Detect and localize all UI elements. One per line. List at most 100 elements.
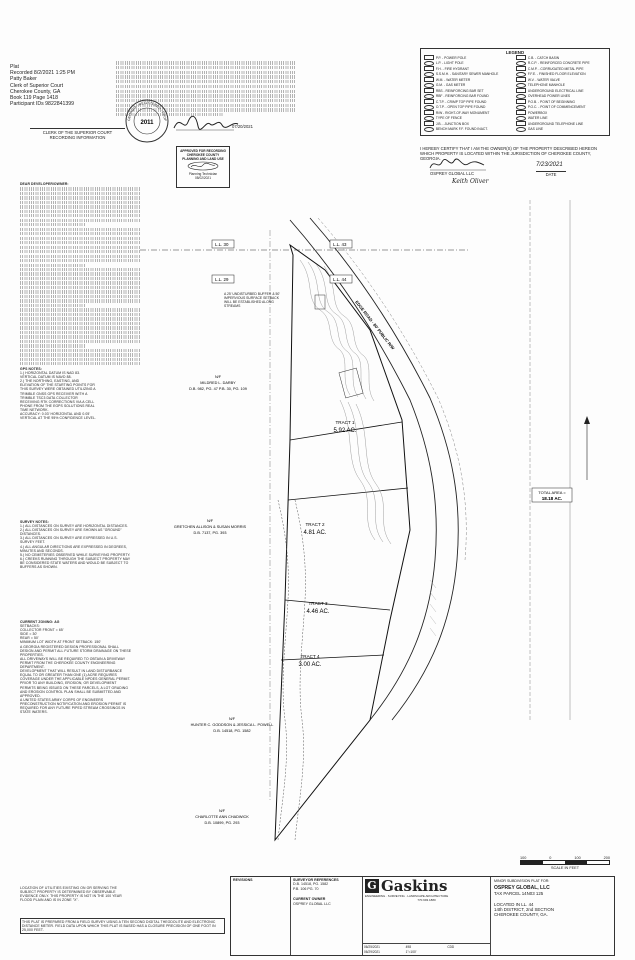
survey-note: 4.) ALL ANGULAR DIRECTIONS ARE EXPRESSED… [20,544,129,553]
legend-label: S.S.M.H. - SANITARY SEWER MANHOLE [435,72,499,77]
recording-line: Plat [10,64,19,70]
legend-symbol-icon [424,121,434,127]
legend-label: POWERBOX [527,110,548,115]
illegible-text-line [20,330,140,335]
recording-line: Participant IDs 9822841399 [10,101,75,108]
approval-title: APPROVED FOR RECORDING CHEROKEE COUNTY P… [180,149,226,161]
legend-label: R/W - RIGHT-OF-WAY MONUMENT [435,110,490,115]
legend-symbol-icon [516,104,526,110]
total-area-value: 18.18 AC. [542,496,563,501]
recording-line: Cherokee County, GA [10,88,61,95]
svg-text:GEORGIA · REGISTERED · PROFESS: GEORGIA · REGISTERED · PROFESSIONAL LAND… [124,98,167,121]
stream-buffer-note: A 25' UNDISTURBED BUFFER & 50' IMPERVIOU… [224,292,280,308]
tax-parcel: TAX PARCEL 14N03 125 [494,891,544,897]
gps-note: VERTICAL DATUM IS NAVD 88. [20,375,72,380]
survey-map: EDGE ROAD · 80' PUBLIC R/W [140,200,590,842]
adjoiner-ref: D.B. 14518, PG. 1582 [213,729,250,733]
current-owner-heading: CURRENT OWNER [293,897,326,902]
survey-heading: SURVEY NOTES: [20,520,49,524]
legend-label: UNDERGROUND ELECTRICAL LINE [527,88,584,93]
illegible-text-line [20,357,140,361]
references-cell: SURVEYOR REFERENCES D.B. 14518, PG. 1582… [291,877,363,955]
survey-note: 1.) ALL DISTANCES ON SURVEY ARE HORIZONT… [20,524,128,529]
zoning-note: SETBACKS: [20,624,40,629]
owner-signature-icon [429,158,486,171]
illegible-text-line [20,285,140,290]
illegible-text-line [20,272,140,276]
owner-printed-name: Keith Oliver [452,178,489,185]
scale-bar: 100 0 100 200 SCALE IN FEET [520,856,610,870]
illegible-text-line [20,227,140,231]
illegible-text-line [20,326,140,330]
illegible-text-line [20,308,140,312]
legend-symbol-icon [424,71,434,77]
flood-note: LOCATION OF UTILITIES EXISTING ON OR SER… [20,886,123,903]
legend-symbol-icon [424,88,434,94]
adjoiner-ref: D.B. 982, PG. 47 P.B. 30, PG. 109 [189,387,247,391]
illegible-text-line [20,245,140,249]
illegible-text-line [20,294,140,299]
adjoiner-label: N/F [207,519,214,523]
legend-label: P.O.C. - POINT OF COMMENCEMENT [527,105,586,110]
survey-note: 2.) ALL DISTANCES ON SURVEY ARE SHOWN AS… [20,528,123,537]
scale-tick: 200 [603,856,610,860]
legend-symbol-icon [516,126,526,132]
adjoiner-label: N/F [219,809,226,813]
illegible-text-line [20,276,140,281]
scale-tick: 100 [520,856,527,860]
legend-label: W.V. - WATER VALVE [527,77,560,82]
illegible-text-line [20,191,140,196]
fire-marshal-notes: DEAR DEVELOPER/OWNER: [20,182,140,367]
legend-label: F.F.E. - FINISHED FLOOR ELEVATION [527,72,586,77]
surveyor-seal-icon: GEORGIA · REGISTERED · PROFESSIONAL LAND… [124,98,169,143]
signature-date: 07/20/2021 [232,124,253,129]
recording-stamp: Plat Recorded 8/2/2021 1:25 PM Patty Bak… [10,64,110,107]
current-owner-name: OSPREY GLOBAL LLC [293,901,331,906]
field-date: 06/25/2021 [364,945,380,950]
legend-symbol-icon [424,110,434,116]
survey-note: 5.) NO CEMETERIES OBSERVED WHILE SURVEYI… [20,552,131,557]
owner-cert-date-label: DATE [536,171,566,177]
zoning-note: ALL DRIVEWAYS WILL BE REQUIRED TO OBTAIN… [20,656,127,670]
recording-line: Patty Baker [10,76,37,83]
legend-label: GAS LINE [527,127,544,132]
illegible-text-line [20,259,140,263]
firm-phone: 770.993.1880 [417,898,436,903]
clerk-caption-line: CLERK OF THE SUPERIOR COURT [42,130,113,135]
north-arrow-icon [584,416,590,480]
legend-row: R/W - RIGHT-OF-WAY MONUMENT POWERBOX [424,110,606,116]
illegible-text-line [20,344,86,348]
owner-certification: I HEREBY CERTIFY THAT I AM THE OWNER(S) … [420,146,610,161]
owner-cert-date: 7/23/2021 [536,162,563,168]
approval-signature-icon [187,161,219,171]
location-line: CHEROKEE COUNTY, GA. [494,912,548,918]
tract-name: TRACT 1 [335,420,355,425]
legend-symbol-icon [516,110,526,116]
legend-symbol-icon [516,99,526,105]
tract-name: TRACT 2 [305,522,325,527]
legend-symbol-icon [516,71,526,77]
approval-name: Planning Technician [188,172,218,176]
illegible-text-line [20,214,140,218]
job-number: 498 [405,945,411,950]
firm-name: Gaskins [381,877,448,895]
legend-symbol-icon [516,55,526,61]
scale-label: SCALE IN FEET [550,866,580,870]
survey-ref: P.B. 106 PG. 70 [293,886,319,891]
revisions-cell: REVISIONS [231,877,291,955]
illegible-text-line [20,232,140,236]
legend-symbol-icon [424,99,434,105]
tract-name: TRACT 4 [300,654,320,659]
legend-row: S.S.M.H. - SANITARY SEWER MANHOLE F.F.E. … [424,71,606,78]
recording-line: Book 119 Page 1418 [10,95,59,102]
zoning-note: MINIMUM LOT WIDTH AT FRONT SETBACK: 150' [20,640,102,645]
illegible-text-line [20,348,140,353]
